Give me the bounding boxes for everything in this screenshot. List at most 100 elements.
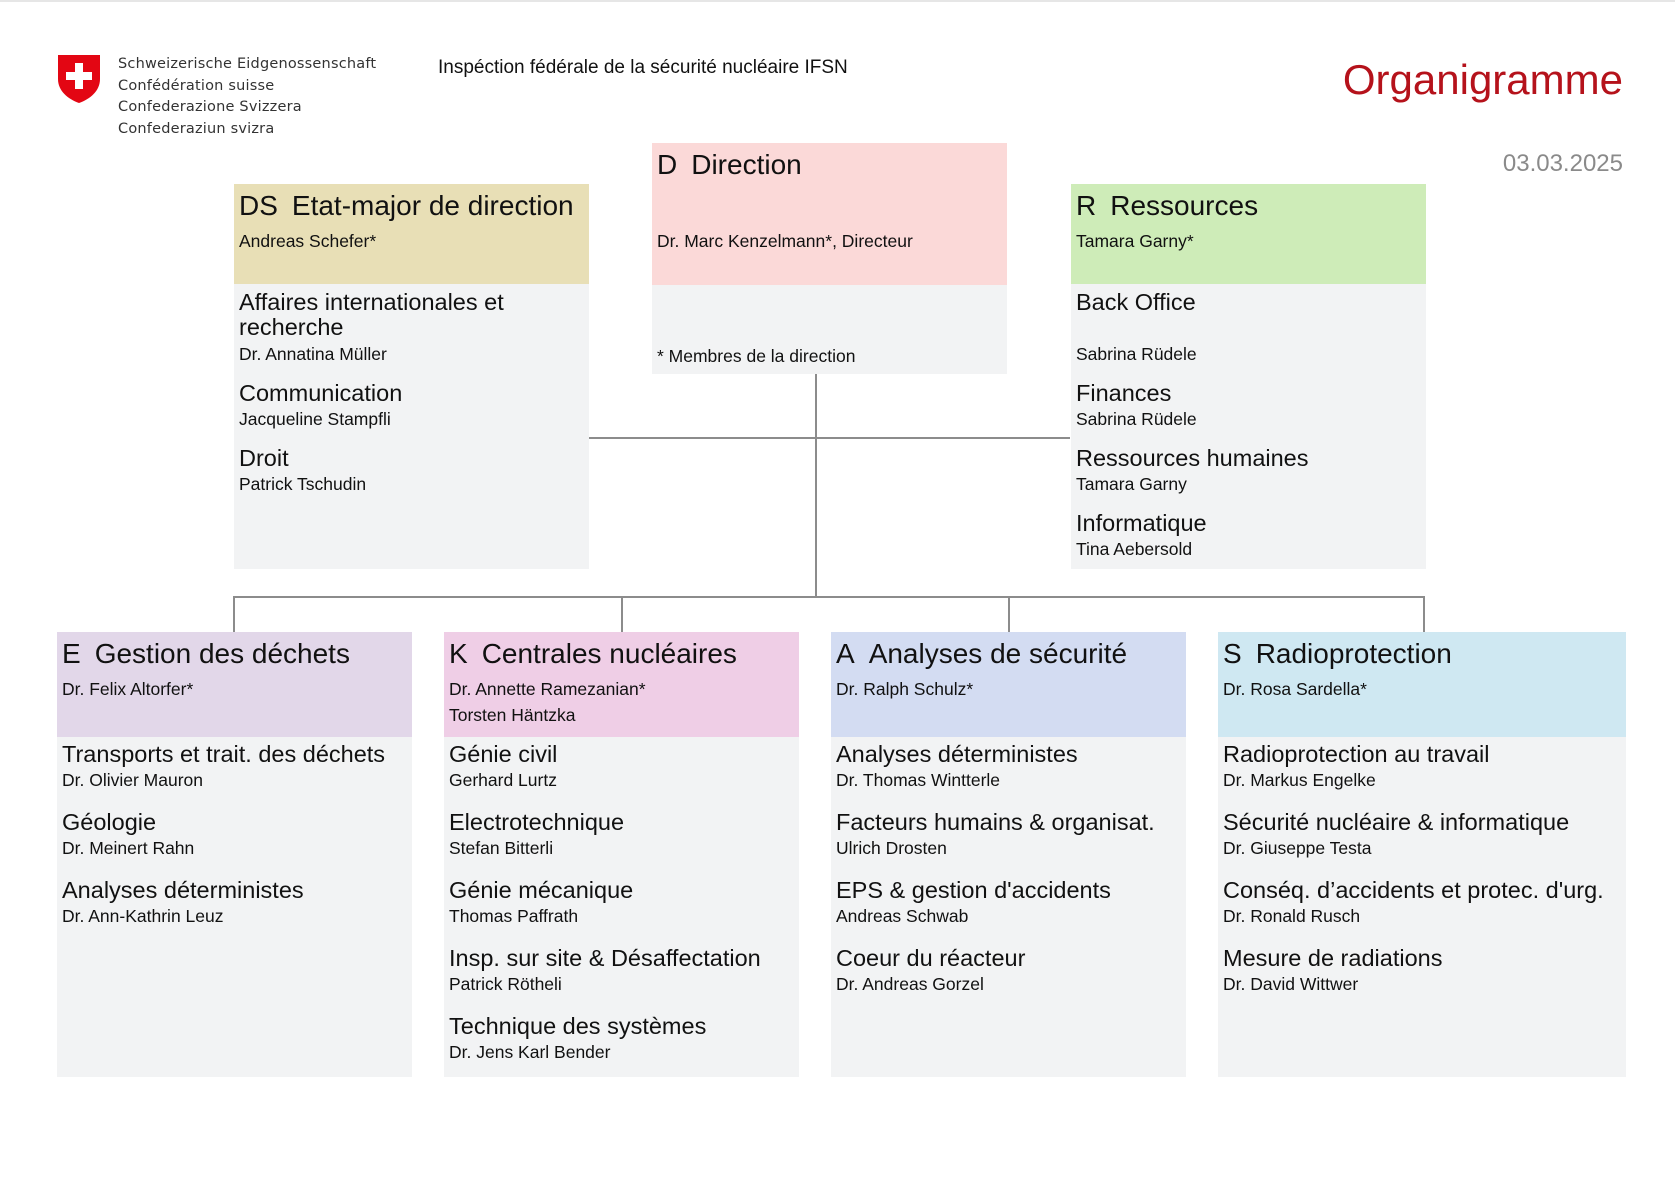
unit-eps-gestion-accidents: EPS & gestion d'accidents Andreas Schwab	[836, 877, 1178, 927]
unit-head: Andreas Schwab	[836, 906, 969, 926]
resources-head: Tamara Garny*	[1076, 231, 1194, 251]
unit-conseq-accidents: Conséq. d’accidents et protec. d'urg. Dr…	[1223, 877, 1618, 927]
direction-name: Direction	[691, 149, 802, 180]
resources-header: R Ressources Tamara Garny*	[1071, 184, 1426, 284]
federal-name-rm: Confederaziun svizra	[118, 120, 275, 137]
unit-analyses-deterministes-e: Analyses déterministes Dr. Ann-Kathrin L…	[62, 877, 404, 927]
connector-divisions-bus	[233, 596, 1425, 598]
unit-name: Mesure de radiations	[1223, 945, 1443, 971]
division-s-name: Radioprotection	[1255, 638, 1452, 669]
connector-direction-vertical	[815, 374, 817, 596]
staff-name: Etat-major de direction	[291, 190, 574, 221]
staff-box: DS Etat-major de direction Andreas Schefe…	[234, 184, 589, 569]
unit-head: Sabrina Rüdele	[1076, 409, 1197, 429]
document-date: 03.03.2025	[1502, 150, 1623, 177]
unit-name: Informatique	[1076, 510, 1207, 536]
page-title: Organigramme	[1342, 56, 1623, 103]
division-s-code: S	[1223, 638, 1242, 669]
top-border	[0, 0, 1675, 2]
unit-genie-mecanique: Génie mécanique Thomas Paffrath	[449, 877, 791, 927]
division-k-box: K Centrales nucléaires Dr. Annette Rameza…	[444, 632, 799, 1077]
unit-head: Tina Aebersold	[1076, 539, 1193, 559]
division-a-name: Analyses de sécurité	[868, 638, 1128, 669]
connector-division-e	[233, 596, 235, 632]
unit-insp-sur-site: Insp. sur site & Désaffectation Patrick …	[449, 945, 791, 995]
unit-head: Jacqueline Stampfli	[239, 409, 391, 429]
unit-informatique: Informatique Tina Aebersold	[1076, 510, 1418, 560]
organization-name: Inspéction fédérale de la sécurité nuclé…	[438, 57, 848, 78]
unit-name: Coeur du réacteur	[836, 945, 1026, 971]
unit-name: Conséq. d’accidents et protec. d'urg.	[1223, 877, 1604, 903]
unit-head: Dr. Jens Karl Bender	[449, 1042, 611, 1062]
unit-name: Génie mécanique	[449, 877, 634, 903]
resources-name: Ressources	[1110, 190, 1259, 221]
staff-title: DS Etat-major de direction	[239, 190, 574, 222]
unit-head: Ulrich Drosten	[836, 838, 947, 858]
unit-name: Finances	[1076, 380, 1172, 406]
staff-code: DS	[239, 190, 278, 221]
unit-head: Dr. Ann-Kathrin Leuz	[62, 906, 224, 926]
division-k-code: K	[449, 638, 468, 669]
unit-ressources-humaines: Ressources humaines Tamara Garny	[1076, 445, 1418, 495]
unit-head: Dr. Giuseppe Testa	[1223, 838, 1372, 858]
staff-head: Andreas Schefer*	[239, 231, 377, 251]
unit-name: Affaires internationales et recherche	[239, 289, 504, 340]
connector-division-s	[1423, 596, 1425, 632]
unit-head: Dr. Annatina Müller	[239, 344, 387, 364]
division-a-head: Dr. Ralph Schulz*	[836, 679, 974, 699]
unit-head: Sabrina Rüdele	[1076, 344, 1197, 364]
unit-head: Patrick Tschudin	[239, 474, 367, 494]
unit-head: Tamara Garny	[1076, 474, 1187, 494]
unit-name: Technique des systèmes	[449, 1013, 707, 1039]
unit-genie-civil: Génie civil Gerhard Lurtz	[449, 741, 791, 791]
division-s-title: S Radioprotection	[1223, 638, 1452, 670]
division-k-head: Dr. Annette Ramezanian*	[449, 679, 646, 699]
federal-name-it: Confederazione Svizzera	[118, 99, 302, 115]
direction-code: D	[657, 149, 678, 180]
swiss-cross-shield-icon	[58, 55, 100, 103]
unit-analyses-deterministes-a: Analyses déterministes Dr. Thomas Wintte…	[836, 742, 1178, 791]
unit-head: Dr. Ronald Rusch	[1223, 906, 1361, 926]
division-s-head: Dr. Rosa Sardella*	[1223, 679, 1367, 699]
direction-header: D Direction Dr. Marc Kenzelmann*, Directe…	[652, 143, 1007, 285]
unit-name: Facteurs humains & organisat.	[836, 809, 1155, 835]
director: Dr. Marc Kenzelmann*, Directeur	[657, 231, 913, 251]
federal-name-fr: Confédération suisse	[118, 77, 275, 94]
unit-head: Dr. Olivier Mauron	[62, 770, 204, 790]
unit-name: Analyses déterministes	[62, 877, 304, 903]
unit-name: Transports et trait. des déchets	[62, 741, 386, 767]
direction-box: D Direction Dr. Marc Kenzelmann*, Directe…	[652, 143, 1007, 374]
unit-name: Sécurité nucléaire & informatique	[1223, 809, 1570, 835]
resources-title: R Ressources	[1076, 190, 1258, 222]
unit-head: Stefan Bitterli	[449, 838, 554, 858]
unit-head: Dr. Andreas Gorzel	[836, 974, 984, 994]
unit-radioprotection-au-travail: Radioprotection au travail Dr. Markus En…	[1223, 742, 1618, 791]
division-k-name: Centrales nucléaires	[481, 638, 737, 669]
unit-technique-des-systemes: Technique des systèmes Dr. Jens Karl Ben…	[449, 1013, 791, 1063]
unit-head: Thomas Paffrath	[449, 906, 579, 926]
division-e-code: E	[62, 638, 81, 669]
unit-name: Ressources humaines	[1076, 445, 1309, 471]
unit-name: Droit	[239, 445, 289, 471]
direction-members-note: * Membres de la direction	[657, 346, 856, 366]
staff-header: DS Etat-major de direction Andreas Schefe…	[234, 184, 589, 284]
division-e-name: Gestion des déchets	[94, 638, 350, 669]
unit-coeur-du-reacteur: Coeur du réacteur Dr. Andreas Gorzel	[836, 945, 1178, 995]
unit-name: Insp. sur site & Désaffectation	[449, 945, 761, 971]
unit-name: Génie civil	[449, 741, 558, 767]
unit-communication: Communication Jacqueline Stampfli	[239, 380, 581, 430]
unit-affaires-internationales: Affaires internationales et recherche Dr…	[239, 289, 581, 365]
unit-name: EPS & gestion d'accidents	[836, 877, 1111, 903]
division-k-header: K Centrales nucléaires Dr. Annette Rameza…	[444, 632, 799, 737]
resources-code: R	[1076, 190, 1097, 221]
federal-name-de: Schweizerische Eidgenossenschaft	[118, 56, 377, 72]
division-k-deputy: Torsten Häntzka	[449, 705, 576, 725]
division-s-header: S Radioprotection Dr. Rosa Sardella*	[1218, 632, 1626, 737]
unit-name: Communication	[239, 380, 403, 406]
unit-head: Gerhard Lurtz	[449, 770, 557, 790]
unit-facteurs-humains: Facteurs humains & organisat. Ulrich Dro…	[836, 809, 1178, 859]
